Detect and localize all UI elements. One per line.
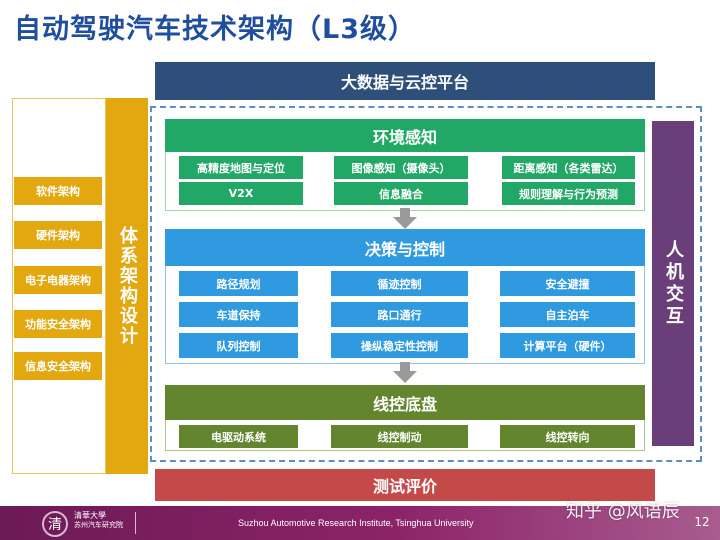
system-architecture-design: 体系架构设计 <box>106 98 148 474</box>
university-logo-icon: 清 <box>42 511 68 537</box>
down-arrow-icon <box>393 362 417 383</box>
institute-name: 苏州汽车研究院 <box>74 521 123 529</box>
trajectory-tracking: 循迹控制 <box>331 271 468 296</box>
lane-keeping: 车道保持 <box>179 302 298 327</box>
big-data-cloud-platform: 大数据与云控平台 <box>155 62 655 100</box>
human-machine-interaction: 人机交互 <box>652 121 694 446</box>
footer-divider <box>135 512 136 534</box>
computing-platform: 计算平台（硬件） <box>500 333 635 358</box>
information-fusion: 信息融合 <box>334 182 468 205</box>
v2x: V2X <box>179 182 303 205</box>
down-arrow-icon <box>393 208 417 229</box>
footer-bar <box>0 506 720 540</box>
information-security-architecture: 信息安全架构 <box>14 352 102 380</box>
university-name: 清華大學 <box>74 511 106 520</box>
path-planning: 路径规划 <box>179 271 298 296</box>
autonomous-parking: 自主泊车 <box>500 302 635 327</box>
steer-by-wire: 线控转向 <box>500 425 635 448</box>
functional-safety-architecture: 功能安全架构 <box>14 310 102 338</box>
rule-understanding-prediction: 规则理解与行为预测 <box>502 182 635 205</box>
electrical-architecture: 电子电器架构 <box>14 266 102 294</box>
watermark: 知乎 @风语辰 <box>566 501 680 522</box>
core-system-frame <box>150 106 702 462</box>
image-perception: 图像感知（摄像头） <box>334 156 468 179</box>
range-perception: 距离感知（各类雷达） <box>502 156 635 179</box>
electric-drive-system: 电驱动系统 <box>179 425 298 448</box>
drive-by-wire-chassis-header: 线控底盘 <box>165 385 645 420</box>
institute-label: Suzhou Automotive Research Institute, Ts… <box>238 518 474 528</box>
page-number: 12 <box>694 515 710 529</box>
hd-map-localization: 高精度地图与定位 <box>179 156 303 179</box>
collision-avoidance: 安全避撞 <box>500 271 635 296</box>
intersection-passing: 路口通行 <box>331 302 468 327</box>
brake-by-wire: 线控制动 <box>331 425 468 448</box>
environment-perception-header: 环境感知 <box>165 119 645 152</box>
decision-control-header: 决策与控制 <box>165 229 645 266</box>
platoon-control: 队列控制 <box>179 333 298 358</box>
software-architecture: 软件架构 <box>14 177 102 205</box>
handling-stability-control: 操纵稳定性控制 <box>331 333 468 358</box>
test-evaluation: 测试评价 <box>155 469 655 501</box>
page-title: 自动驾驶汽车技术架构（L3级） <box>14 13 416 45</box>
hardware-architecture: 硬件架构 <box>14 221 102 249</box>
